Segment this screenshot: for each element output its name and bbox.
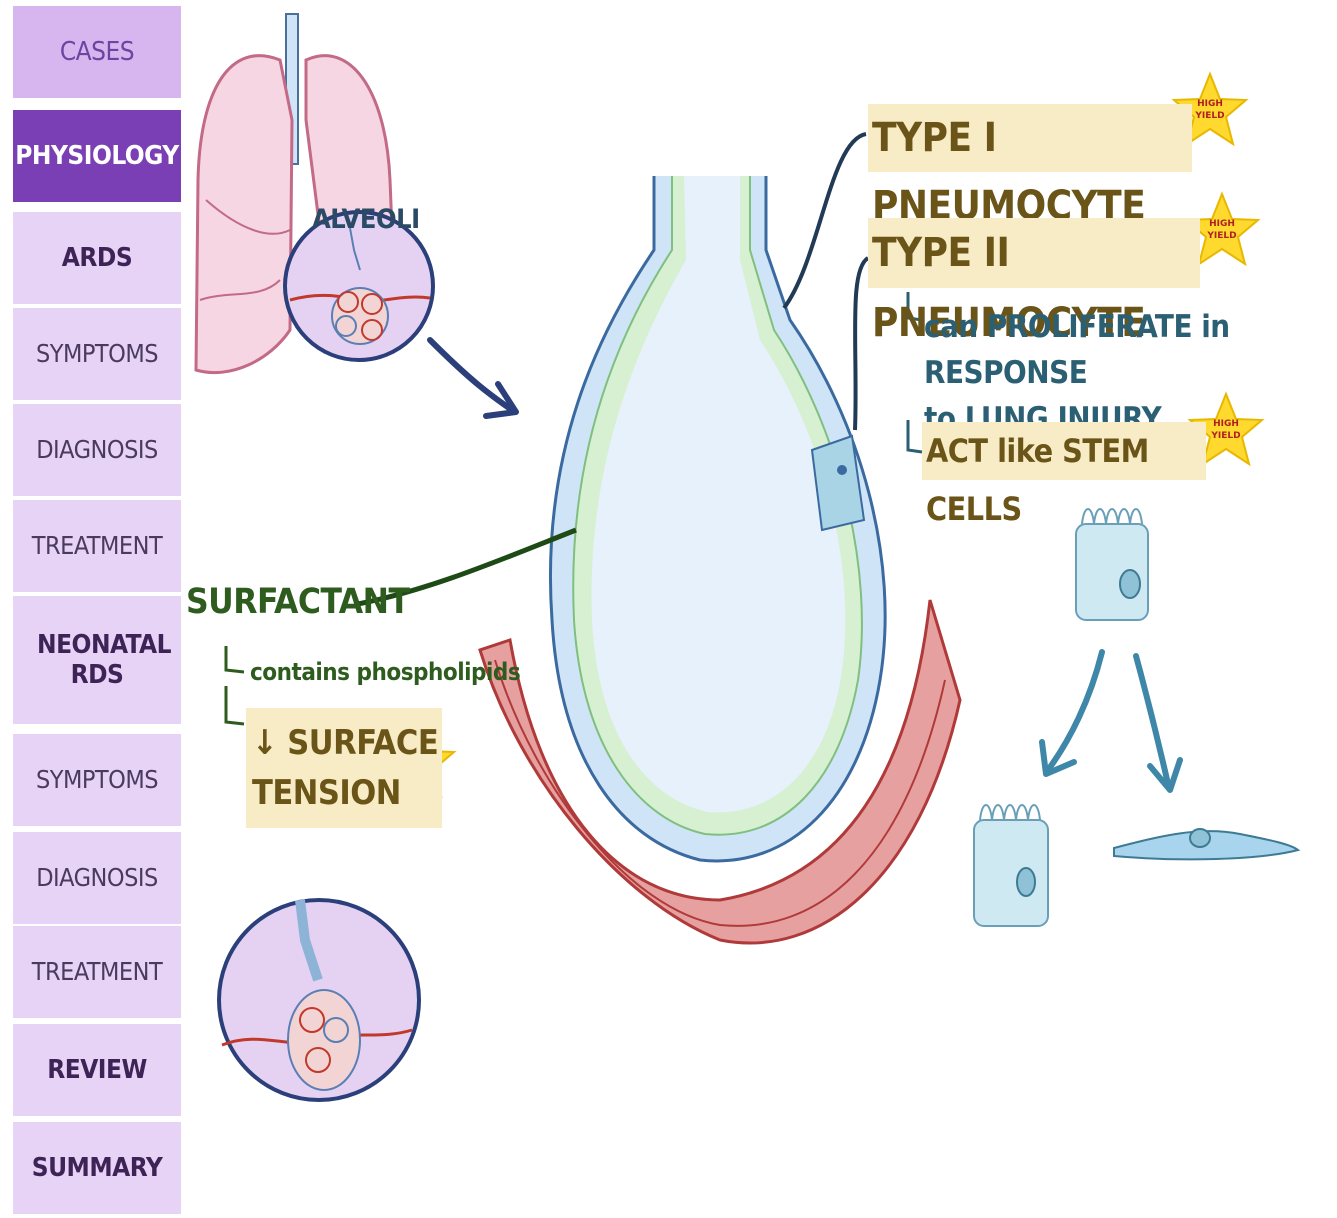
- type1-pneumocyte-label: TYPE I PNEUMOCYTE: [868, 104, 1192, 172]
- surfactant-label: SURFACTANT: [186, 582, 409, 622]
- badge-line1: HIGH: [1209, 219, 1235, 229]
- stem-cells-label: ACT like STEM CELLS: [922, 422, 1206, 480]
- collapsed-alveoli-magnifier: [219, 900, 419, 1100]
- type2-leader: [855, 258, 868, 430]
- tension-line1: ↓ SURFACE: [252, 718, 442, 768]
- phospholipids-bracket: [226, 646, 244, 672]
- tension-line2: TENSION: [252, 768, 442, 818]
- phospholipids-note: contains phospholipids: [250, 658, 520, 686]
- tension-bracket: [226, 686, 244, 724]
- type1-leader: [784, 134, 866, 308]
- stem-bracket: [908, 420, 922, 452]
- badge-line2: YIELD: [1194, 111, 1224, 121]
- surface-tension-note: ↓ SURFACE TENSION: [246, 708, 442, 828]
- proliferate-line1: can PROLIFERATE in RESPONSE: [924, 304, 1314, 396]
- type2-pneumocyte-label: TYPE II PNEUMOCYTE: [868, 218, 1200, 288]
- badge-line2: YIELD: [1206, 231, 1236, 241]
- alveoli-magnifier: [285, 212, 516, 416]
- alveoli-label: ALVEOLI: [312, 204, 420, 235]
- badge-line1: HIGH: [1197, 99, 1223, 109]
- stem-cell-differentiation: [974, 509, 1298, 926]
